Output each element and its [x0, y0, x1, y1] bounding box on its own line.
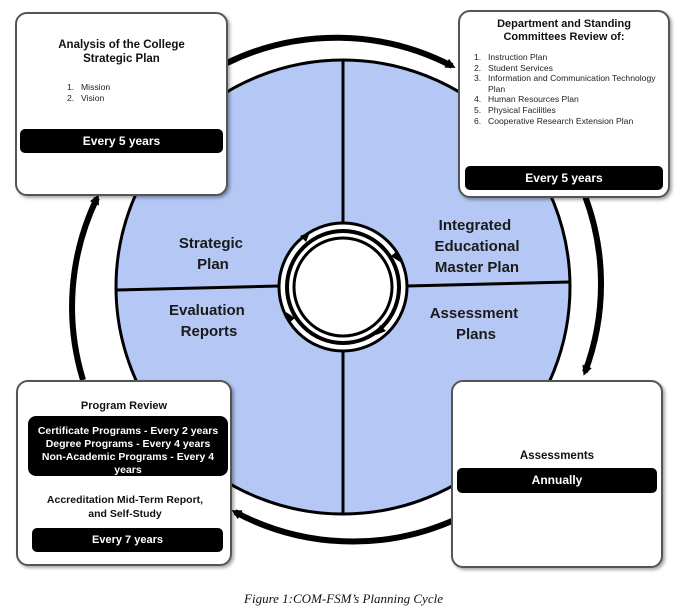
box-title: Department and Standing Committees Revie… — [497, 18, 631, 43]
box-title: Program Review — [80, 400, 168, 412]
plan-components-list: 1.Mission 2.Vision — [67, 82, 226, 103]
schedule-item: Certificate Programs - Every 2 years — [37, 425, 219, 437]
wheel-divider-left — [116, 284, 280, 292]
box-assessments: Assessments Annually — [451, 380, 663, 568]
list-item: 1.Mission — [67, 82, 111, 92]
hub-arrowhead — [300, 232, 310, 242]
hub-arrow-ring — [285, 229, 401, 345]
hub-arrowhead — [376, 325, 386, 335]
box-title: Analysis of the College Strategic Plan — [58, 39, 185, 65]
list-item: 6.Cooperative Research Extension Plan — [474, 115, 634, 126]
box-strategic-plan-analysis: Analysis of the College Strategic Plan 1… — [15, 12, 228, 196]
program-schedule-panel: Certificate Programs - Every 2 years Deg… — [28, 416, 228, 476]
frequency-badge: Every 5 years — [20, 129, 223, 153]
frequency-badge: Every 7 years — [32, 528, 223, 552]
schedule-item: Non-Academic Programs - Every 4 years — [41, 451, 215, 476]
list-item: 4.Human Resources Plan — [474, 94, 579, 105]
wheel-divider-right — [406, 280, 570, 288]
quadrant-label-evaluation-reports: Evaluation Reports — [169, 302, 249, 340]
accreditation-label: Accreditation Mid-Term Report, and Self-… — [46, 494, 204, 520]
list-item: 2.Vision — [67, 92, 105, 103]
box-program-review: Program Review Certificate Programs - Ev… — [16, 380, 232, 566]
list-item: 2.Student Services — [474, 62, 553, 73]
cycle-arrow-bottom — [231, 509, 454, 545]
list-item: 1.Instruction Plan — [474, 52, 548, 62]
hub-arrowhead — [286, 312, 295, 323]
figure-caption: Figure 1:COM-FSM’s Planning Cycle — [244, 591, 443, 606]
cycle-arrow-left — [69, 194, 100, 381]
hub-inner-ring — [292, 236, 394, 338]
frequency-badge: Annually — [457, 468, 657, 493]
list-item: 5.Physical Facilities — [474, 104, 556, 115]
box-title: Assessments — [519, 450, 595, 462]
cycle-arrow-top — [225, 34, 456, 69]
box-committee-review: Department and Standing Committees Revie… — [458, 10, 670, 198]
quadrant-label-assessment-plans: Assessment Plans — [430, 305, 523, 343]
review-items-list: 1.Instruction Plan 2.Student Services 3.… — [474, 52, 660, 126]
list-item: 3.Information and Communication Technolo… — [474, 73, 656, 94]
cycle-arrow-right — [582, 194, 604, 376]
frequency-badge: Every 5 years — [465, 166, 663, 190]
schedule-item: Degree Programs - Every 4 years — [45, 438, 211, 450]
hub-arrowhead — [391, 251, 400, 262]
quadrant-label-strategic-plan: Strategic Plan — [179, 235, 247, 273]
